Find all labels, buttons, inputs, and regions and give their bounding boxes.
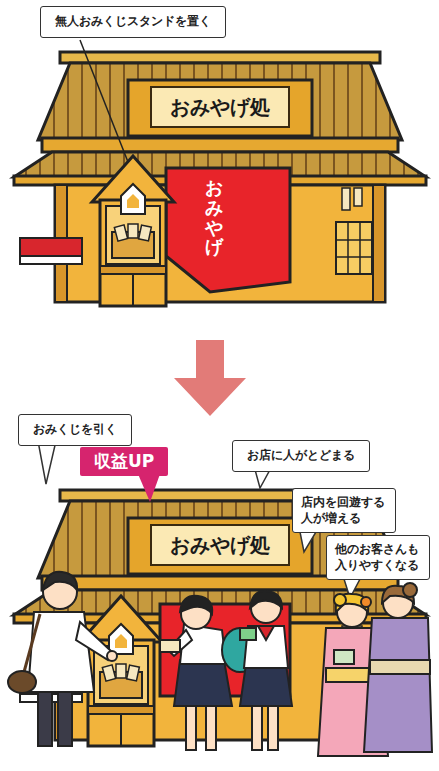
schoolgirl-standing [252, 700, 262, 750]
schoolgirl-bending [160, 640, 180, 652]
schoolgirl-standing [240, 664, 292, 706]
kimono-woman-purple [364, 618, 432, 752]
node-text: おみやげ [205, 178, 223, 257]
schoolgirl-bending [174, 660, 232, 706]
node-text: お店に人がとどまる [247, 448, 355, 464]
callout-box: 無人おみくじスタンドを置く [40, 6, 226, 38]
man-tourist [24, 614, 40, 672]
curtain-text: おみやげ [205, 178, 223, 257]
callout-box: お店に人がとどまる [232, 440, 370, 472]
top-stand [92, 156, 174, 306]
callout-box: 他のお客さんも 入りやすくなる [326, 535, 430, 580]
kimono-woman-pink [334, 594, 346, 606]
schoolgirl-standing [258, 626, 274, 640]
man-tourist [58, 688, 72, 746]
top-shop [14, 52, 426, 302]
revenue-badge: 収益UP [80, 447, 168, 476]
kimono-woman-pink [361, 597, 371, 607]
revenue-tail [138, 474, 160, 502]
man-tourist [38, 688, 52, 746]
shop-sign: おみやげ処 [150, 86, 290, 128]
schoolgirl-bending [206, 700, 216, 750]
node-text: おみくじを引く [33, 422, 117, 438]
node-text: 他のお客さんも 入りやすくなる [335, 542, 421, 573]
schoolgirl-standing [250, 591, 282, 608]
schoolgirl-bending [186, 700, 196, 750]
schoolgirl-standing [240, 628, 256, 640]
top-stand [92, 156, 174, 306]
man-tourist [107, 651, 117, 661]
callout-tails [38, 441, 56, 484]
node-text: おみやげ処 [170, 532, 270, 558]
kimono-woman-purple [403, 583, 417, 597]
schoolgirl-bending [160, 596, 258, 750]
top-shop [14, 52, 426, 302]
callout-tails [300, 532, 316, 552]
schoolgirl-bending [180, 596, 212, 614]
red-curtain [166, 168, 290, 292]
callout-box: おみくじを引く [18, 414, 132, 446]
node-text: 無人おみくじスタンドを置く [55, 14, 211, 30]
kimono-woman-purple [370, 660, 430, 674]
schoolgirl-standing [268, 700, 278, 750]
node-text: 店内を回遊する 人が増える [301, 495, 387, 526]
schoolgirl-standing [240, 591, 292, 750]
node-text: おみやげ処 [170, 94, 270, 120]
man-tourist [8, 671, 36, 693]
man-tourist [8, 572, 117, 746]
leader-line [80, 40, 128, 162]
kimono-woman-purple [364, 583, 432, 752]
kimono-woman-pink [334, 650, 354, 664]
callout-box: 店内を回遊する 人が増える [292, 488, 396, 533]
man-tourist [43, 572, 77, 590]
node-text: 収益UP [94, 451, 154, 472]
down-arrow [174, 340, 246, 416]
shop-sign: おみやげ処 [150, 524, 290, 566]
